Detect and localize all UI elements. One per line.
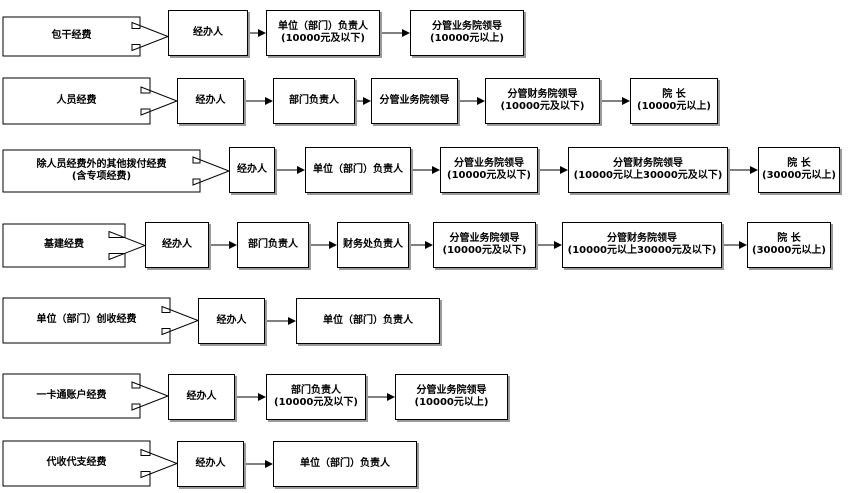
approval-step-box: 分管业务院领导 xyxy=(371,78,458,124)
step-title: 分管财务院领导 xyxy=(607,232,677,244)
step-title: 一卡通账户经费 xyxy=(36,389,107,401)
amount-condition: (10000元及以下) xyxy=(281,33,365,44)
step-title: 分管财务院领导 xyxy=(613,157,683,169)
category-label: 单位（部门）创收经费 xyxy=(3,298,170,343)
step-title: 经办人 xyxy=(195,94,226,106)
approval-step-box: 部门负责人(10000元及以下) xyxy=(266,374,366,420)
category-label: 人员经费 xyxy=(3,78,150,124)
amount-condition: (10000元及以下) xyxy=(442,245,527,256)
step-title: 部门负责人 xyxy=(291,384,341,396)
step-title: 经办人 xyxy=(216,314,247,326)
step-title: 院 长 xyxy=(787,157,811,169)
step-title: 代收代支经费 xyxy=(46,457,107,469)
approval-step-box: 分管财务院领导(10000元及以下) xyxy=(485,78,600,124)
approval-step-box: 单位（部门）负责人 xyxy=(296,298,440,344)
amount-condition: (10000元以上) xyxy=(414,397,489,408)
step-title: 院 长 xyxy=(662,88,686,100)
approval-step-box: 分管业务院领导(10000元及以下) xyxy=(440,147,538,193)
amount-condition: (10000元以上) xyxy=(430,33,504,44)
step-title: 分管财务院领导 xyxy=(507,88,578,100)
approval-step-box: 经办人 xyxy=(198,298,265,344)
step-title: 部门负责人 xyxy=(248,238,298,250)
approval-step-box: 财务处负责人 xyxy=(337,222,409,268)
amount-condition: (30000元以上) xyxy=(752,245,826,256)
step-title: 单位（部门）负责人 xyxy=(313,163,403,175)
step-title: 包干经费 xyxy=(51,30,92,42)
category-label: 包干经费 xyxy=(3,17,140,56)
step-title: 单位（部门）创收经费 xyxy=(36,314,137,326)
step-title: 院 长 xyxy=(777,232,801,244)
approval-step-box: 院 长(10000元以上) xyxy=(630,78,718,124)
approval-step-box: 分管业务院领导(10000元以上) xyxy=(395,374,508,420)
amount-condition: (含专项经费) xyxy=(71,171,132,182)
step-title: 财务处负责人 xyxy=(343,238,403,250)
category-arrow-shape xyxy=(2,77,179,125)
category-label: 除人员经费外的其他拨付经费(含专项经费) xyxy=(3,150,200,192)
approval-step-box: 部门负责人 xyxy=(237,222,309,268)
amount-condition: (10000元以上) xyxy=(637,101,711,112)
approval-step-box: 分管业务院领导(10000元及以下) xyxy=(433,222,536,268)
category-label: 代收代支经费 xyxy=(3,441,150,486)
step-title: 经办人 xyxy=(195,457,226,469)
category-label: 基建经费 xyxy=(3,224,125,267)
amount-condition: (10000元以上30000元及以下) xyxy=(567,245,717,256)
amount-condition: (10000元及以下) xyxy=(274,397,358,408)
approval-step-box: 分管业务院领导(10000元以上) xyxy=(410,10,524,56)
approval-step-box: 分管财务院领导(10000元以上30000元及以下) xyxy=(568,147,728,193)
approval-step-box: 单位（部门）负责人(10000元及以下) xyxy=(266,10,380,56)
approval-step-box: 部门负责人 xyxy=(273,78,355,124)
step-title: 经办人 xyxy=(186,390,217,402)
amount-condition: (10000元及以下) xyxy=(447,170,531,181)
step-title: 经办人 xyxy=(162,238,192,250)
category-arrow-shape xyxy=(2,440,179,487)
approval-step-box: 经办人 xyxy=(177,441,244,487)
step-title: 单位（部门）负责人 xyxy=(323,314,413,326)
amount-condition: (10000元以上30000元及以下) xyxy=(573,170,723,181)
category-arrow-shape xyxy=(2,149,231,193)
step-title: 部门负责人 xyxy=(289,94,339,106)
approval-step-box: 分管财务院领导(10000元以上30000元及以下) xyxy=(562,222,722,268)
approval-step-box: 单位（部门）负责人 xyxy=(273,441,417,487)
step-title: 经办人 xyxy=(193,26,223,38)
approval-step-box: 院 长(30000元以上) xyxy=(758,147,840,193)
step-title: 人员经费 xyxy=(56,94,97,106)
step-title: 分管业务院领导 xyxy=(432,20,502,32)
category-arrow-shape xyxy=(2,373,170,419)
category-label: 一卡通账户经费 xyxy=(3,374,140,418)
step-title: 单位（部门）负责人 xyxy=(278,20,368,32)
approval-step-box: 单位（部门）负责人 xyxy=(305,147,411,193)
step-title: 分管业务院领导 xyxy=(416,384,487,396)
step-title: 经办人 xyxy=(237,163,267,175)
step-title: 分管业务院领导 xyxy=(454,157,524,169)
step-title: 基建经费 xyxy=(44,239,84,251)
approval-step-box: 院 长(30000元以上) xyxy=(747,222,831,268)
approval-step-box: 经办人 xyxy=(168,10,248,56)
approval-step-box: 经办人 xyxy=(145,222,209,268)
approval-step-box: 经办人 xyxy=(168,374,235,420)
step-title: 分管业务院领导 xyxy=(379,94,450,106)
step-title: 分管业务院领导 xyxy=(449,232,520,244)
step-title: 除人员经费外的其他拨付经费 xyxy=(36,158,167,170)
step-title: 单位（部门）负责人 xyxy=(300,457,390,469)
amount-condition: (10000元及以下) xyxy=(500,101,585,112)
approval-step-box: 经办人 xyxy=(177,78,244,124)
amount-condition: (30000元以上) xyxy=(762,170,836,181)
category-arrow-shape xyxy=(2,16,170,57)
approval-step-box: 经办人 xyxy=(229,147,275,193)
category-arrow-shape xyxy=(2,223,147,268)
category-arrow-shape xyxy=(2,297,200,344)
